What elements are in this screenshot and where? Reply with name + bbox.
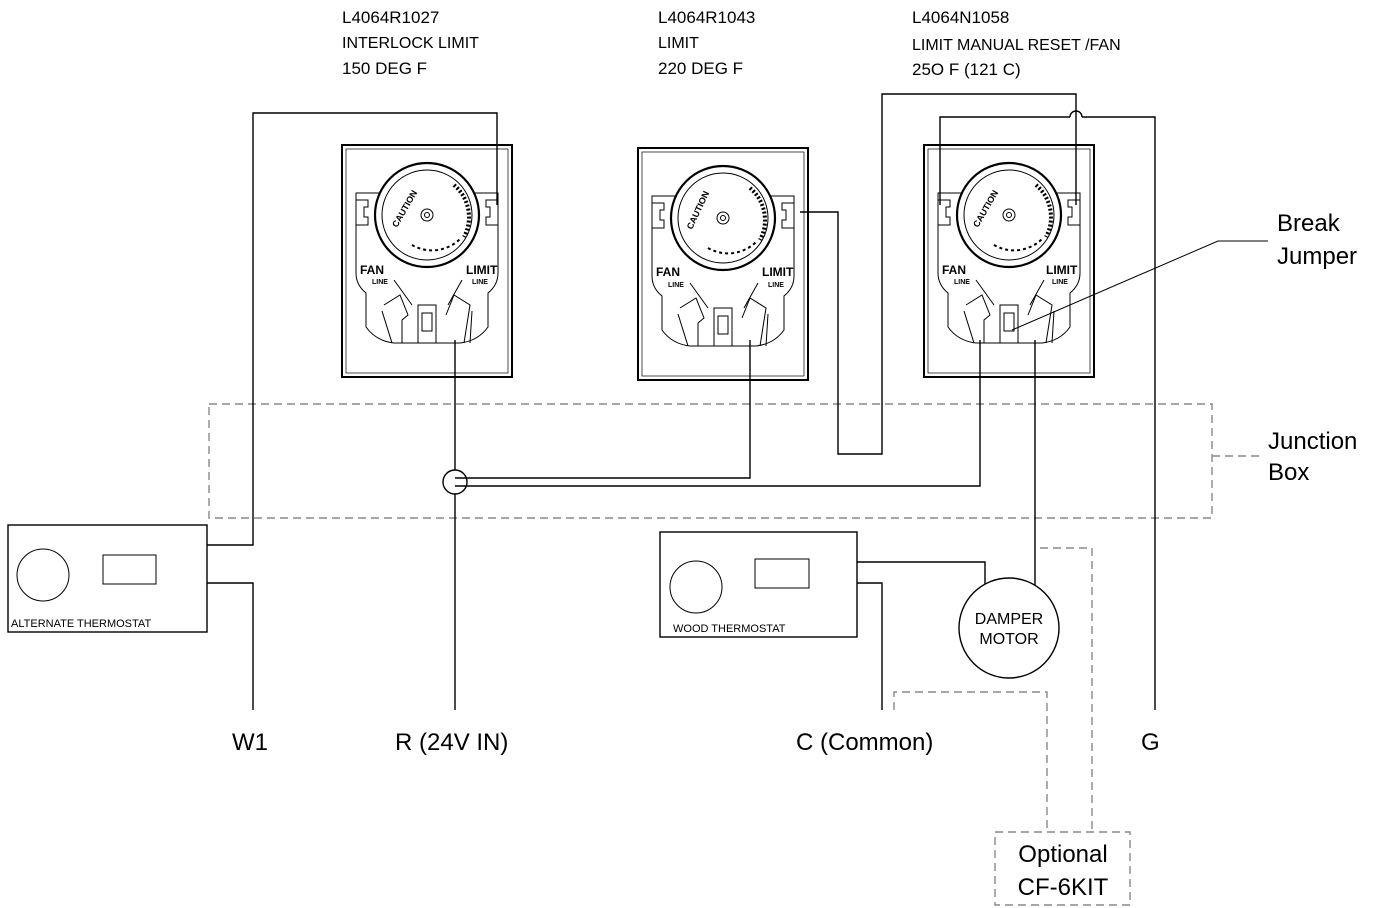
junction-box-label-line2: Box — [1268, 459, 1309, 486]
wire-limit-2-to-limit-3 — [800, 93, 1077, 455]
control-2-fan: FAN — [656, 265, 680, 279]
control-3-header: L4064N1058 LIMIT MANUAL RESET /FAN 25O F… — [912, 8, 1121, 79]
control-2-limit-line: LINE — [768, 282, 784, 289]
control-1-part-number: L4064R1027 — [342, 8, 439, 27]
control-2-rating: 220 DEG F — [658, 59, 743, 78]
damper-motor: DAMPER MOTOR — [958, 577, 1060, 679]
control-3-type: LIMIT MANUAL RESET /FAN — [912, 37, 1121, 54]
control-unit-3 — [922, 143, 1096, 379]
optional-kit-wire-2 — [893, 691, 1048, 830]
control-1-fan-line: LINE — [372, 279, 388, 286]
control-1-header: L4064R1027 INTERLOCK LIMIT 150 DEG F — [342, 8, 479, 78]
junction-box-outline — [208, 403, 1213, 519]
wire-alt-thermostat-to-w1 — [207, 582, 254, 710]
alternate-thermostat-label: ALTERNATE THERMOSTAT — [11, 618, 151, 630]
wire-wood-thermostat-to-damper — [857, 561, 986, 587]
wire-splice-to-limit-2 — [455, 340, 751, 479]
break-jumper-label-line2: Jumper — [1277, 243, 1357, 270]
break-jumper-label-line1: Break — [1277, 210, 1341, 237]
control-3-limit: LIMIT — [1046, 263, 1078, 277]
control-3-part-number: L4064N1058 — [912, 8, 1009, 27]
wire-splice-to-limit-3-fan — [455, 340, 981, 487]
control-3-fan-line: LINE — [954, 279, 970, 286]
terminal-r-label: R (24V IN) — [395, 729, 508, 756]
control-3-rating: 25O F (121 C) — [912, 60, 1021, 79]
control-3-fan: FAN — [942, 263, 966, 277]
splice-connector — [442, 469, 468, 495]
wood-thermostat: WOOD THERMOSTAT — [659, 531, 858, 638]
optional-kit-label-line2: CF-6KIT — [1018, 874, 1109, 901]
control-2-type: LIMIT — [658, 35, 699, 52]
control-unit-2 — [636, 146, 810, 382]
damper-motor-label-line2: MOTOR — [979, 631, 1038, 648]
alternate-thermostat: ALTERNATE THERMOSTAT — [7, 524, 208, 633]
optional-kit-label-line1: Optional — [1018, 841, 1107, 868]
control-2-limit: LIMIT — [762, 265, 794, 279]
wire-g — [939, 116, 1070, 205]
control-unit-1 — [340, 143, 514, 379]
control-1-limit: LIMIT — [466, 263, 498, 277]
control-3-limit-line: LINE — [1052, 279, 1068, 286]
control-1-rating: 150 DEG F — [342, 59, 427, 78]
wire-interlock-to-alt-thermostat — [207, 112, 498, 546]
damper-motor-label-line1: DAMPER — [975, 611, 1043, 628]
wire-wood-thermostat-to-c — [857, 582, 883, 710]
break-jumper-leader — [1011, 240, 1268, 331]
control-1-fan: FAN — [360, 263, 384, 277]
control-2-part-number: L4064R1043 — [658, 8, 755, 27]
control-1-type: INTERLOCK LIMIT — [342, 35, 479, 52]
optional-kit-box — [994, 831, 1131, 906]
terminal-c-label: C (Common) — [796, 729, 933, 756]
junction-box-label-line1: Junction — [1268, 428, 1357, 455]
terminal-g-label: G — [1141, 729, 1160, 756]
wire-g-crossover — [1069, 110, 1083, 118]
control-2-fan-line: LINE — [668, 282, 684, 289]
control-1-limit-line: LINE — [472, 279, 488, 286]
terminal-w1-label: W1 — [232, 729, 268, 756]
wire-g-down — [1082, 116, 1156, 710]
wood-thermostat-label: WOOD THERMOSTAT — [673, 623, 786, 635]
control-2-header: L4064R1043 LIMIT 220 DEG F — [658, 8, 755, 78]
optional-kit-wire-1 — [1040, 547, 1093, 830]
